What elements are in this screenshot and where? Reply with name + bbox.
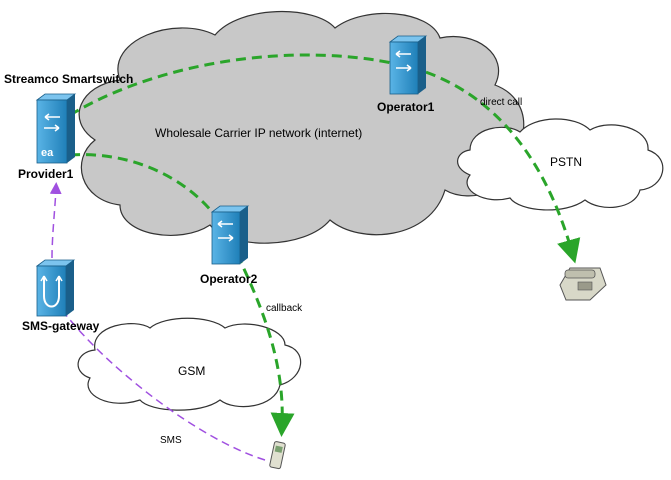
operator2-switch-icon: [210, 205, 250, 265]
pstn-label: PSTN: [550, 155, 582, 169]
provider1-label: Provider1: [18, 167, 74, 181]
streamco-label: Streamco Smartswitch: [4, 72, 133, 86]
gsm-label: GSM: [178, 364, 205, 378]
callback-label: callback: [266, 303, 303, 314]
operator2-label: Operator2: [200, 272, 258, 286]
sms-path-phone: [65, 314, 266, 461]
sms-gateway-icon: [35, 259, 76, 317]
direct-call-label: direct call: [480, 97, 522, 108]
sms-path-gateway: [49, 182, 62, 259]
provider1-switch-icon: ea: [35, 93, 77, 164]
wholesale-network-label: Wholesale Carrier IP network (internet): [155, 126, 362, 140]
desk-phone-icon: [559, 267, 607, 301]
mobile-phone-icon: [269, 441, 286, 470]
operator1-label: Operator1: [377, 100, 435, 114]
sms-label: SMS: [160, 435, 182, 446]
svg-text:ea: ea: [41, 147, 54, 159]
pstn-cloud: [457, 118, 664, 211]
gsm-cloud: [77, 317, 302, 411]
sms-gateway-label: SMS-gateway: [22, 319, 100, 333]
operator1-switch-icon: [388, 35, 428, 95]
